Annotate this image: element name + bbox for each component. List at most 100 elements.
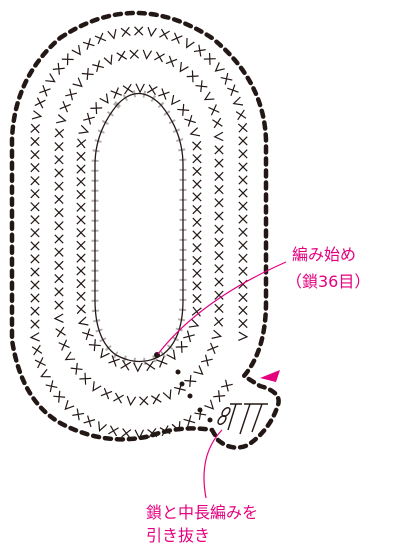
- slip-stitch-dots: [154, 352, 213, 423]
- single-crochet-x-icon: [70, 362, 83, 375]
- single-crochet-x-icon: [238, 240, 248, 250]
- single-crochet-x-icon: [58, 339, 70, 351]
- single-crochet-x-icon: [30, 228, 40, 238]
- single-crochet-x-icon: [192, 154, 202, 164]
- single-crochet-x-icon: [150, 393, 162, 405]
- single-crochet-x-icon: [81, 68, 94, 80]
- single-crochet-x-icon: [238, 292, 248, 303]
- increase-v-icon: [103, 54, 113, 66]
- single-crochet-x-icon: [54, 221, 64, 231]
- single-crochet-x-icon: [30, 280, 40, 290]
- single-crochet-x-icon: [30, 189, 40, 199]
- single-crochet-x-icon: [65, 88, 78, 101]
- single-crochet-x-icon: [192, 293, 202, 304]
- increase-v-icon: [71, 45, 81, 56]
- single-crochet-x-icon: [238, 162, 248, 172]
- single-crochet-x-icon: [214, 145, 224, 155]
- increase-v-icon: [107, 29, 117, 40]
- single-crochet-x-icon: [193, 44, 206, 57]
- decrease-a-icon: [162, 389, 172, 401]
- single-crochet-x-icon: [120, 359, 132, 371]
- single-crochet-x-icon: [122, 83, 134, 95]
- single-crochet-x-icon: [129, 49, 140, 60]
- single-crochet-x-icon: [59, 100, 71, 113]
- single-crochet-x-icon: [30, 306, 40, 316]
- single-crochet-x-icon: [227, 84, 239, 96]
- single-crochet-x-icon: [30, 215, 40, 225]
- decrease-a-icon: [92, 381, 102, 392]
- decrease-a-icon: [211, 329, 223, 339]
- single-crochet-x-icon: [183, 330, 195, 343]
- single-crochet-x-icon: [192, 230, 202, 240]
- single-crochet-x-icon: [191, 306, 202, 317]
- single-crochet-x-icon: [184, 375, 197, 387]
- single-crochet-x-icon: [76, 138, 87, 149]
- increase-v-icon: [31, 110, 43, 120]
- single-crochet-x-icon: [83, 112, 95, 125]
- single-crochet-x-icon: [195, 80, 208, 93]
- single-crochet-x-icon: [113, 392, 124, 404]
- single-crochet-x-icon: [237, 122, 248, 133]
- single-crochet-x-icon: [214, 277, 224, 287]
- single-crochet-x-icon: [61, 53, 74, 66]
- finish-label-line2: 引き抜き: [146, 526, 211, 545]
- single-crochet-x-icon: [214, 303, 224, 314]
- decrease-a-icon: [133, 362, 143, 373]
- single-crochet-x-icon: [54, 181, 64, 191]
- increase-v-icon: [142, 49, 153, 60]
- starting-chain: [91, 90, 187, 365]
- single-crochet-x-icon: [76, 177, 86, 187]
- single-crochet-x-icon: [192, 179, 202, 189]
- single-crochet-x-icon: [212, 117, 223, 129]
- single-crochet-x-icon: [30, 202, 40, 212]
- single-crochet-x-icon: [88, 339, 101, 352]
- increase-v-icon: [203, 91, 215, 101]
- single-crochet-x-icon: [45, 380, 58, 393]
- single-crochet-x-icon: [30, 162, 40, 173]
- decrease-a-icon: [204, 399, 215, 410]
- increase-v-icon: [189, 127, 201, 137]
- single-crochet-x-icon: [90, 102, 103, 115]
- single-crochet-x-icon: [214, 171, 224, 182]
- single-crochet-x-icon: [30, 123, 41, 134]
- increase-v-icon: [186, 37, 195, 49]
- increase-v-icon: [45, 73, 56, 83]
- single-crochet-x-icon: [238, 253, 248, 263]
- single-crochet-x-icon: [192, 243, 202, 253]
- single-crochet-x-icon: [30, 149, 40, 160]
- outer-chain-round: [9, 10, 281, 450]
- single-crochet-x-icon: [192, 166, 202, 177]
- single-crochet-x-icon: [100, 387, 113, 400]
- single-crochet-x-icon: [146, 84, 158, 96]
- single-crochet-x-icon: [82, 38, 95, 50]
- single-crochet-x-icon: [53, 390, 66, 403]
- single-crochet-x-icon: [238, 266, 248, 276]
- single-crochet-x-icon: [208, 104, 220, 116]
- decrease-a-icon: [166, 349, 176, 361]
- increase-v-icon: [56, 114, 67, 124]
- increase-v-icon: [99, 93, 109, 104]
- single-crochet-x-icon: [30, 293, 40, 303]
- decrease-a-icon: [77, 316, 89, 326]
- single-crochet-x-icon: [214, 211, 224, 221]
- single-crochet-x-icon: [30, 241, 40, 251]
- single-crochet-x-icon: [54, 141, 64, 152]
- decrease-a-icon: [64, 399, 75, 411]
- decrease-a-icon: [40, 368, 51, 378]
- increase-v-icon: [147, 26, 157, 38]
- single-crochet-x-icon: [192, 217, 202, 227]
- single-crochet-x-icon: [121, 428, 132, 439]
- single-crochet-x-icon: [52, 62, 65, 75]
- single-crochet-x-icon: [235, 109, 247, 121]
- single-crochet-x-icon: [34, 97, 46, 109]
- decrease-a-icon: [98, 421, 107, 432]
- single-crochet-x-icon: [30, 254, 40, 264]
- single-crochet-x-icon: [94, 32, 107, 45]
- single-crochet-x-icon: [214, 184, 224, 195]
- leader-lines: [157, 261, 287, 499]
- single-crochet-x-icon: [83, 415, 96, 428]
- single-crochet-x-icon: [76, 164, 86, 174]
- single-crochet-x-icon: [147, 428, 158, 439]
- single-crochet-x-icon: [54, 260, 64, 271]
- single-crochet-x-icon: [214, 290, 224, 300]
